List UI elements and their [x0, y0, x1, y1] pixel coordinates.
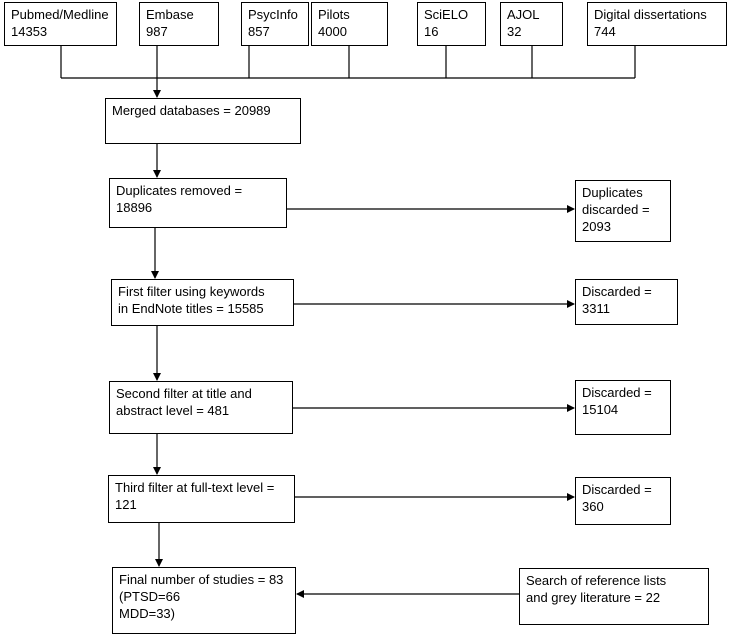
duplicates-discarded-box: Duplicates discarded = 2093	[575, 180, 671, 242]
duplicates-removed-box: Duplicates removed = 18896	[109, 178, 287, 228]
source-name: Pilots	[318, 7, 350, 22]
third-filter-text: Third filter at full-text level =	[115, 480, 275, 495]
source-box-digital-dissertations: Digital dissertations 744	[587, 2, 727, 46]
first-filter-box: First filter using keywords in EndNote t…	[111, 279, 294, 326]
second-filter-count: abstract level = 481	[116, 403, 230, 418]
discarded-first-label: Discarded =	[582, 284, 652, 299]
duplicates-removed-count: 18896	[116, 200, 153, 215]
search-reference-text: Search of reference lists	[526, 573, 667, 588]
source-count: 32	[507, 24, 522, 39]
discarded-second-box: Discarded = 15104	[575, 380, 671, 435]
source-count: 16	[424, 24, 439, 39]
discarded-second-label: Discarded =	[582, 385, 652, 400]
source-box-psycinfo: PsycInfo 857	[241, 2, 309, 46]
third-filter-count: 121	[115, 497, 137, 512]
discarded-third-count: 360	[582, 499, 604, 514]
final-studies-mdd: MDD=33)	[119, 606, 175, 621]
source-name: Embase	[146, 7, 194, 22]
source-name: SciELO	[424, 7, 469, 22]
source-box-pilots: Pilots 4000	[311, 2, 388, 46]
source-count: 4000	[318, 24, 347, 39]
duplicates-discarded-line1: Duplicates	[582, 185, 643, 200]
merged-databases-box: Merged databases = 20989	[105, 98, 301, 144]
source-count: 987	[146, 24, 168, 39]
source-name: AJOL	[507, 7, 540, 22]
duplicates-removed-text: Duplicates removed =	[116, 183, 243, 198]
second-filter-box: Second filter at title and abstract leve…	[109, 381, 293, 434]
discarded-third-label: Discarded =	[582, 482, 652, 497]
source-box-ajol: AJOL 32	[500, 2, 563, 46]
discarded-second-count: 15104	[582, 402, 619, 417]
source-box-embase: Embase 987	[139, 2, 219, 46]
duplicates-discarded-count: 2093	[582, 219, 611, 234]
search-reference-lists-box: Search of reference lists and grey liter…	[519, 568, 709, 625]
third-filter-box: Third filter at full-text level = 121	[108, 475, 295, 523]
source-count: 857	[248, 24, 270, 39]
first-filter-count: in EndNote titles = 15585	[118, 301, 264, 316]
source-name: Digital dissertations	[594, 7, 707, 22]
source-box-pubmed-medline: Pubmed/Medline 14353	[4, 2, 117, 46]
source-name: PsycInfo	[248, 7, 298, 22]
duplicates-discarded-line2: discarded =	[582, 202, 650, 217]
discarded-first-count: 3311	[582, 301, 610, 316]
source-box-scielo: SciELO 16	[417, 2, 486, 46]
first-filter-text: First filter using keywords	[118, 284, 265, 299]
final-studies-box: Final number of studies = 83 (PTSD=66 MD…	[112, 567, 296, 634]
discarded-third-box: Discarded = 360	[575, 477, 671, 525]
search-reference-count: and grey literature = 22	[526, 590, 661, 605]
source-count: 744	[594, 24, 616, 39]
merged-databases-text: Merged databases = 20989	[112, 103, 271, 118]
final-studies-text: Final number of studies = 83	[119, 572, 284, 587]
discarded-first-box: Discarded = 3311	[575, 279, 678, 325]
final-studies-ptsd: (PTSD=66	[119, 589, 181, 604]
source-name: Pubmed/Medline	[11, 7, 109, 22]
second-filter-text: Second filter at title and	[116, 386, 252, 401]
source-count: 14353	[11, 24, 48, 39]
